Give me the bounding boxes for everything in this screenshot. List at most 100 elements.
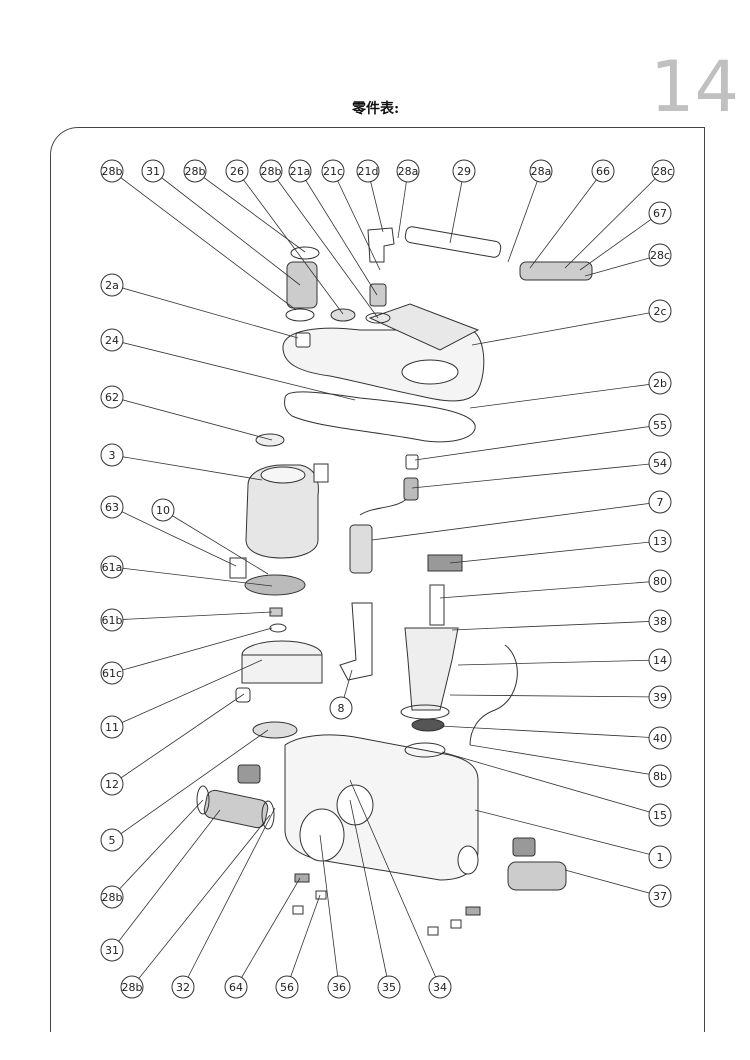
callout-8: 8 <box>329 696 353 720</box>
svg-text:28a: 28a <box>531 165 552 178</box>
connector-37 <box>507 861 567 891</box>
leader-12 <box>111 693 245 785</box>
callout-13: 13 <box>648 529 672 553</box>
leader-63 <box>111 506 237 567</box>
svg-text:29: 29 <box>457 165 471 178</box>
lid-opening <box>401 359 459 385</box>
svg-text:35: 35 <box>382 981 396 994</box>
svg-text:2a: 2a <box>105 279 119 292</box>
callout-37: 37 <box>648 884 672 908</box>
leader-37 <box>564 869 661 897</box>
inlet-36 <box>299 808 345 862</box>
svg-text:24: 24 <box>105 334 119 347</box>
leader-2a <box>111 284 299 339</box>
leader-35 <box>349 799 390 988</box>
svg-text:61c: 61c <box>102 667 122 680</box>
pipe-8 <box>339 602 373 681</box>
clamp-28b-top <box>290 246 320 260</box>
svg-text:28b: 28b <box>122 981 143 994</box>
chamber-14 <box>404 627 459 711</box>
callout-28b: 28b <box>100 159 124 183</box>
callout-54: 54 <box>648 451 672 475</box>
leader-7 <box>371 501 661 541</box>
svg-text:61a: 61a <box>102 561 123 574</box>
clamp-28b-lower <box>285 308 315 322</box>
svg-text:12: 12 <box>105 778 119 791</box>
tube-8b <box>469 644 518 746</box>
callout-2b: 2b <box>648 371 672 395</box>
svg-text:13: 13 <box>653 535 667 548</box>
svg-text:1: 1 <box>657 851 664 864</box>
callout-7: 7 <box>648 490 672 514</box>
motor-top <box>260 466 306 484</box>
leader-21a <box>299 170 378 296</box>
leader-11 <box>111 659 263 728</box>
svg-text:21a: 21a <box>290 165 311 178</box>
leader-24 <box>111 339 356 401</box>
svg-text:62: 62 <box>105 391 119 404</box>
callout-66: 66 <box>591 159 615 183</box>
housing-11-body <box>241 654 323 684</box>
callout-61a: 61a <box>100 555 124 579</box>
leader-61b <box>111 611 273 621</box>
svg-text:28a: 28a <box>398 165 419 178</box>
connector-66-67 <box>519 261 593 281</box>
svg-text:63: 63 <box>105 501 119 514</box>
callout-29: 29 <box>452 159 476 183</box>
callout-55: 55 <box>648 413 672 437</box>
outlet-34 <box>457 845 479 875</box>
callout-62: 62 <box>100 385 124 409</box>
callout-28b: 28b <box>183 159 207 183</box>
callout-63: 63 <box>100 495 124 519</box>
connector-31-top <box>286 261 318 309</box>
flange-62 <box>255 433 285 447</box>
leader-61a <box>111 566 273 587</box>
callout-35: 35 <box>377 975 401 999</box>
ring-61c <box>269 623 287 633</box>
gasket-24 <box>284 391 476 443</box>
leader-28c <box>564 170 664 269</box>
leader-31 <box>111 809 221 951</box>
svg-text:26: 26 <box>230 165 244 178</box>
leader-15 <box>441 751 661 816</box>
callout-80: 80 <box>648 569 672 593</box>
callout-11: 11 <box>100 715 124 739</box>
hose-54 <box>359 494 411 516</box>
svg-text:3: 3 <box>109 449 116 462</box>
callout-28a: 28a <box>396 159 420 183</box>
leader-lines <box>111 170 664 988</box>
callout-24: 24 <box>100 328 124 352</box>
leader-28b <box>270 170 379 319</box>
part-56-b <box>315 890 327 900</box>
callout-56: 56 <box>275 975 299 999</box>
part-56-d <box>450 919 462 929</box>
leader-1 <box>474 809 661 858</box>
rod-80 <box>429 584 445 626</box>
svg-text:61b: 61b <box>102 614 123 627</box>
leader-3 <box>111 454 263 481</box>
valve-54 <box>403 477 419 501</box>
cap-55 <box>405 454 419 470</box>
callout-21c: 21c <box>321 159 345 183</box>
leader-55 <box>414 424 661 461</box>
leader-61c <box>111 627 273 674</box>
clamp-28b-left <box>196 785 210 815</box>
leader-5 <box>111 729 269 841</box>
svg-text:67: 67 <box>653 207 667 220</box>
callout-26: 26 <box>225 159 249 183</box>
callout-21d: 21d <box>356 159 380 183</box>
svg-text:56: 56 <box>280 981 294 994</box>
callout-38: 38 <box>648 609 672 633</box>
svg-text:55: 55 <box>653 419 667 432</box>
svg-text:39: 39 <box>653 691 667 704</box>
callout-21a: 21a <box>288 159 312 183</box>
part-64-b <box>465 906 481 916</box>
svg-text:37: 37 <box>653 890 667 903</box>
callout-8b: 8b <box>648 764 672 788</box>
leader-28b <box>131 814 271 988</box>
callout-39: 39 <box>648 685 672 709</box>
leader-14 <box>457 659 661 666</box>
leader-28b <box>111 799 204 898</box>
module-13 <box>427 554 463 572</box>
